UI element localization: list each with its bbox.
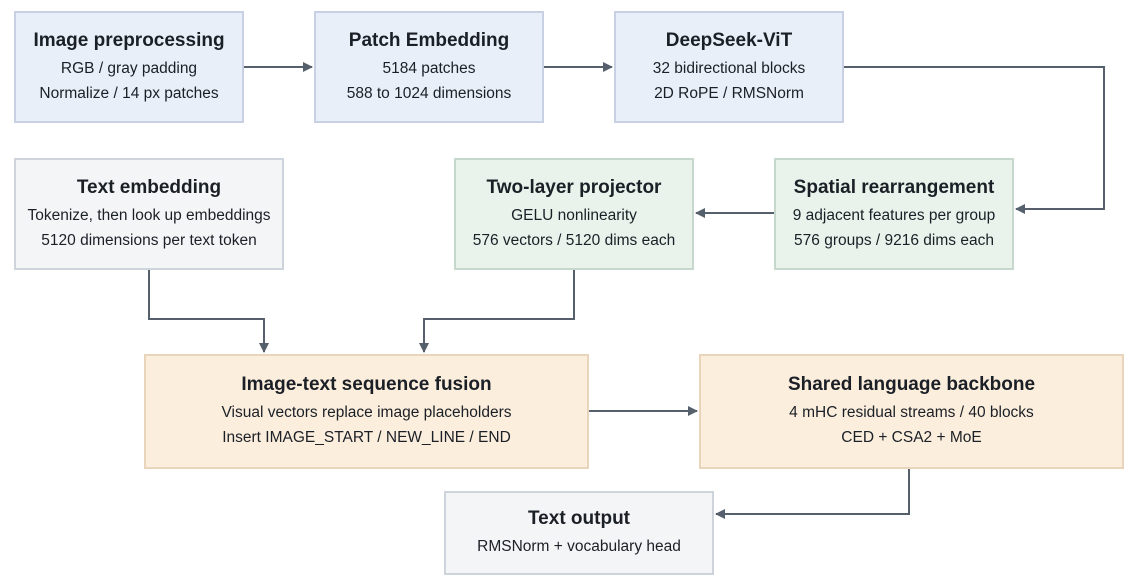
node-detail: 32 bidirectional blocks: [652, 59, 806, 77]
node-detail: 5120 dimensions per text token: [41, 231, 257, 249]
node-detail: GELU nonlinearity: [511, 206, 637, 224]
node-title: Text output: [527, 508, 630, 529]
node-detail: Insert IMAGE_START / NEW_LINE / END: [222, 429, 511, 446]
node-title: Shared language backbone: [787, 374, 1036, 395]
edge-vit-to-spatial: [844, 66, 1105, 214]
node-detail: Normalize / 14 px patches: [39, 84, 219, 102]
node-detail: CED + CSA2 + MoE: [841, 429, 982, 446]
node-detail: 576 groups / 9216 dims each: [794, 231, 994, 249]
node-title: Image preprocessing: [33, 29, 225, 51]
node-detail: 576 vectors / 5120 dims each: [472, 231, 676, 249]
node-spatial-rearrangement: Spatial rearrangement 9 adjacent feature…: [774, 158, 1014, 270]
node-title: Patch Embedding: [348, 29, 510, 51]
edge-projector-to-fusion: [419, 270, 575, 353]
node-patch-embedding: Patch Embedding 5184 patches 588 to 1024…: [314, 11, 544, 123]
node-shared-language-backbone: Shared language backbone 4 mHC residual …: [699, 354, 1124, 469]
node-deepseek-vit: DeepSeek-ViT 32 bidirectional blocks 2D …: [614, 11, 844, 123]
node-detail: Visual vectors replace image placeholder…: [221, 404, 512, 421]
node-detail: 9 adjacent features per group: [792, 206, 996, 224]
node-detail: RGB / gray padding: [60, 59, 198, 77]
edge-backbone-to-output: [715, 469, 910, 519]
node-text-embedding: Text embedding Tokenize, then look up em…: [14, 158, 284, 270]
node-two-layer-projector: Two-layer projector GELU nonlinearity 57…: [454, 158, 694, 270]
node-detail: 4 mHC residual streams / 40 blocks: [789, 404, 1034, 421]
node-detail: RMSNorm + vocabulary head: [477, 538, 681, 555]
edge-text_emb-to-fusion: [148, 270, 269, 353]
node-text-output: Text output RMSNorm + vocabulary head: [444, 491, 714, 575]
node-detail: 2D RoPE / RMSNorm: [654, 84, 804, 102]
node-title: Image-text sequence fusion: [241, 374, 492, 395]
node-image-preprocessing: Image preprocessing RGB / gray padding N…: [14, 11, 244, 123]
node-title: Text embedding: [76, 176, 222, 198]
node-title: Two-layer projector: [486, 176, 662, 198]
node-detail: 588 to 1024 dimensions: [346, 84, 512, 102]
node-detail: Tokenize, then look up embeddings: [27, 206, 271, 224]
node-title: DeepSeek-ViT: [665, 29, 793, 51]
node-title: Spatial rearrangement: [793, 176, 995, 198]
node-detail: 5184 patches: [382, 59, 476, 77]
node-image-text-fusion: Image-text sequence fusion Visual vector…: [144, 354, 589, 469]
